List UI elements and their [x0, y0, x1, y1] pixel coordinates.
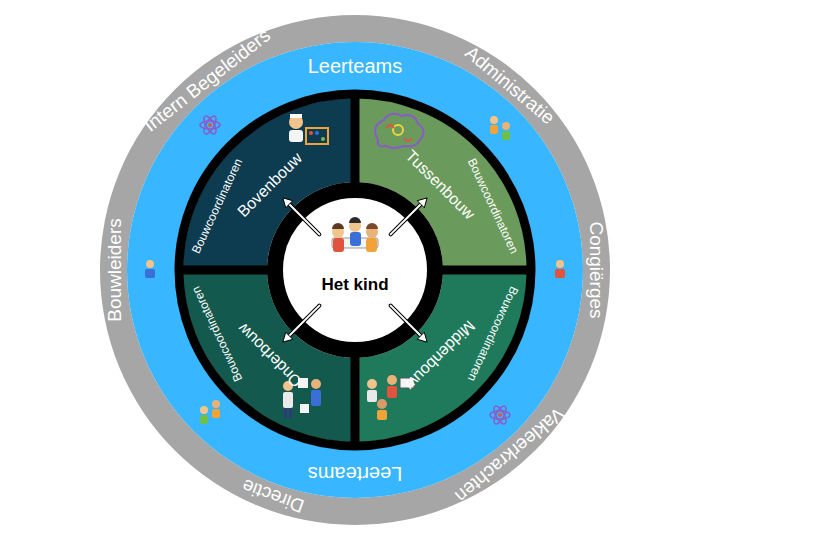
abacus-illustration [289, 114, 328, 144]
arrow-line [391, 306, 422, 337]
kid-icon [145, 260, 155, 278]
black-ring [275, 190, 435, 350]
center-circle-fill [283, 198, 427, 342]
kids-icon [490, 116, 510, 140]
kids-illustration [332, 217, 378, 252]
arrow-line [289, 306, 320, 337]
kid-icon [555, 260, 565, 278]
arrow-line [391, 306, 422, 337]
arrow-head [417, 198, 427, 208]
arrow-head [417, 332, 427, 342]
ring-label: Leerteams [308, 56, 403, 76]
ring-label: Bouwleiders [105, 218, 124, 322]
arrow-connector [283, 306, 319, 342]
arrow-head [283, 332, 293, 342]
divider-cross [177, 92, 533, 448]
ring-label: Leerteams [308, 464, 403, 484]
kids-icon [200, 400, 220, 424]
atom-icon [490, 404, 510, 425]
staff-ring-fill [100, 15, 610, 525]
brain-illustration [375, 114, 423, 148]
arrow-line [391, 204, 422, 235]
arrow-line [391, 204, 422, 235]
arrow-connector [391, 198, 427, 234]
arrow-connector [283, 198, 319, 234]
atom-icon [200, 114, 220, 135]
learning-team-ring-fill [127, 42, 583, 498]
arrow-line [289, 204, 320, 235]
arrow-line [289, 306, 320, 337]
people-illustration [367, 375, 414, 420]
puzzle-illustration [283, 378, 321, 418]
ring-label: Congiërges [587, 221, 606, 318]
arrow-head [283, 198, 293, 208]
arrow-line [289, 204, 320, 235]
arrow-connector [391, 306, 427, 342]
center-label: Het kind [321, 276, 388, 293]
